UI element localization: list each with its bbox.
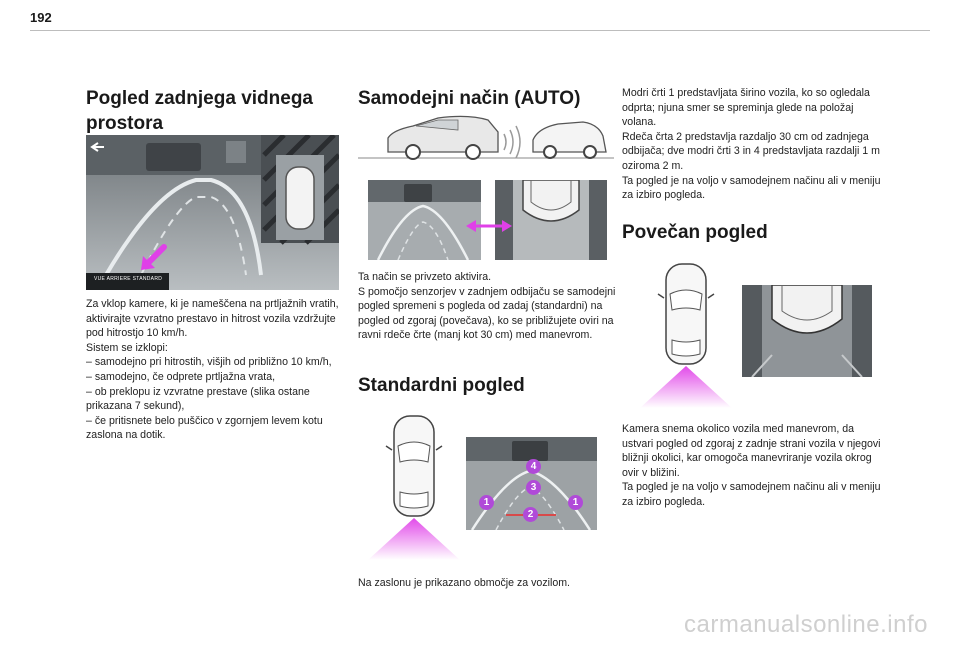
auto-zoom-view-image — [495, 180, 607, 260]
double-arrow-icon — [466, 219, 512, 233]
watermark-text: carmanualsonline.info — [684, 611, 928, 638]
auto-mode-text: Ta način se privzeto aktivira. S pomočjo… — [358, 270, 616, 343]
paragraph: Modri črti 1 predstavljata širino vozila… — [622, 87, 870, 129]
paragraph: – če pritisnete belo puščico v zgornjem … — [86, 414, 323, 442]
marker-3: 3 — [526, 480, 541, 495]
section-heading-auto-mode: Samodejni način (AUTO) — [358, 88, 581, 109]
paragraph: Za vklop kamere, ki je nameščena na prtl… — [86, 298, 339, 340]
cars-side-illustration — [358, 112, 614, 162]
paragraph: Ta način se privzeto aktivira. — [358, 271, 492, 283]
paragraph: – samodejno, če odprete prtljažna vrata, — [86, 370, 276, 383]
zoom-view-image — [742, 285, 872, 377]
auto-standard-view-image — [368, 180, 481, 260]
section-heading-zoom-view: Povečan pogled — [622, 222, 768, 243]
marker-2: 2 — [523, 507, 538, 522]
paragraph: – ob preklopu iz vzvratne prestave (slik… — [86, 385, 310, 413]
marker-4: 4 — [526, 459, 541, 474]
car-top-view-zoom-illustration — [640, 262, 732, 412]
paragraph: Sistem se izklopi: — [86, 341, 168, 354]
rear-view-text: Za vklop kamere, ki je nameščena na prtl… — [86, 297, 342, 443]
paragraph: Kamera snema okolico vozila med manevrom… — [622, 423, 881, 479]
page-number: 192 — [30, 10, 52, 25]
header-rule — [30, 30, 930, 31]
standard-view-image: 4 3 1 1 2 — [466, 437, 597, 530]
standard-view-caption: Na zaslonu je prikazano območje za vozil… — [358, 577, 570, 589]
rear-camera-view-graphic — [86, 135, 339, 290]
paragraph: Ta pogled je na voljo v samodejnem način… — [622, 481, 881, 508]
section-heading-rear-view: Pogled zadnjega vidnega prostora — [86, 88, 313, 134]
section-heading-standard-view: Standardni pogled — [358, 375, 525, 396]
paragraph: S pomočjo senzorjev v zadnjem odbijaču s… — [358, 285, 616, 342]
zoom-view-text: Kamera snema okolico vozila med manevrom… — [622, 422, 884, 510]
marker-1-right: 1 — [568, 495, 583, 510]
car-top-view-illustration — [368, 410, 460, 560]
screen-caption: VUE ARRIERE STANDARD — [94, 276, 163, 282]
paragraph: Rdeča črta 2 predstavlja razdaljo 30 cm … — [622, 130, 880, 172]
paragraph: – samodejno pri hitrostih, višjih od pri… — [86, 356, 332, 369]
paragraph: Ta pogled je na voljo v samodejnem način… — [622, 174, 881, 202]
marker-1-left: 1 — [479, 495, 494, 510]
standard-view-explanation: Modri črti 1 predstavljata širino vozila… — [622, 86, 884, 203]
footer: carmanualsonline.info — [0, 609, 960, 649]
rear-camera-screen-image: VUE ARRIERE STANDARD — [86, 135, 339, 290]
